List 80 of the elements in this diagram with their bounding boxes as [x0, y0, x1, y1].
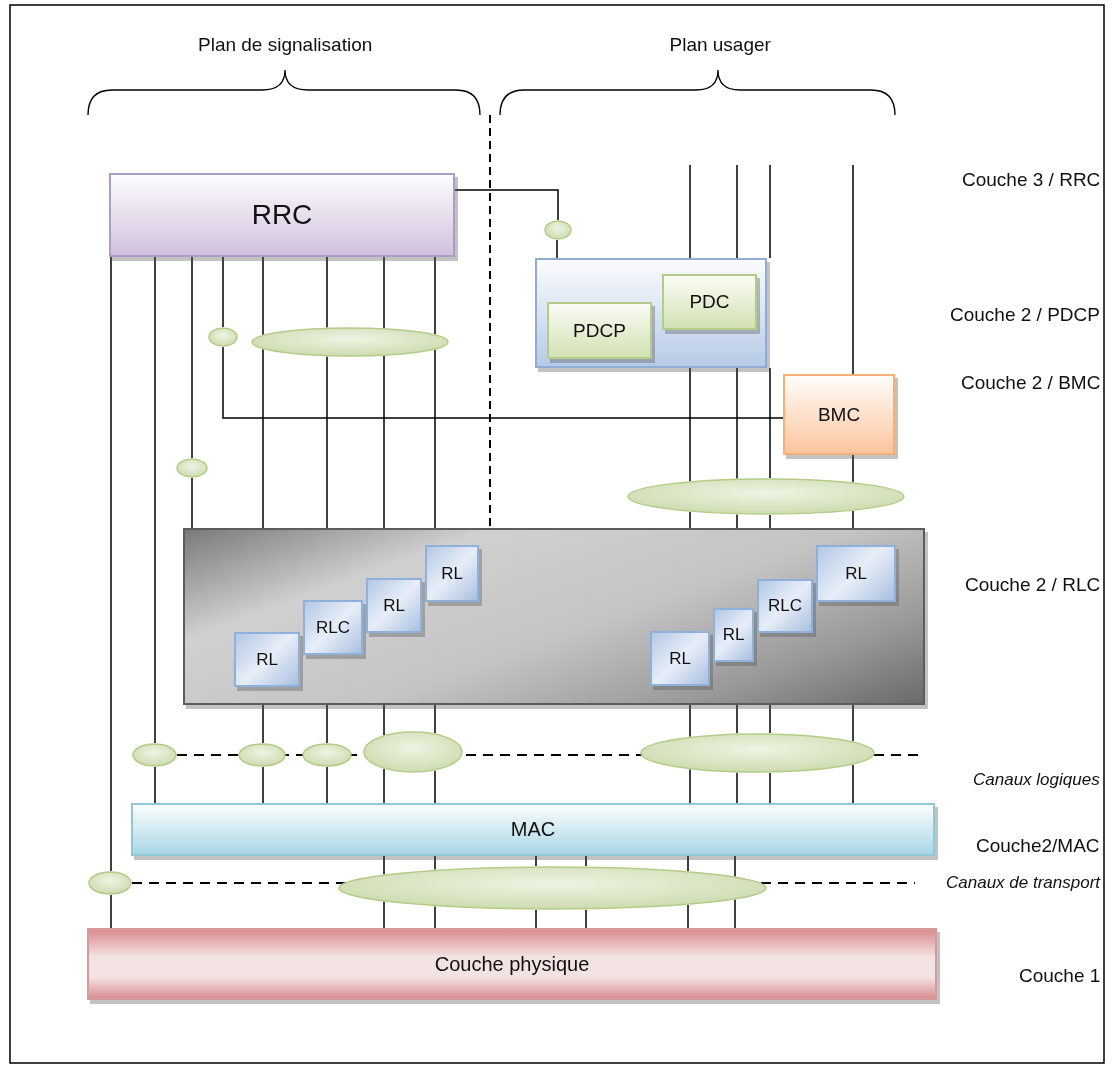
- channel-ellipse: [88, 871, 132, 895]
- connector-line: [736, 367, 738, 480]
- entity-box: RL: [650, 631, 710, 686]
- connector-line: [535, 855, 537, 867]
- layer-caption: Couche 3 / RRC: [962, 169, 1101, 191]
- channel-caption: Canaux logiques: [973, 770, 1100, 790]
- layer-caption: Couche 1: [1019, 965, 1101, 987]
- entity-box: RL: [816, 545, 896, 602]
- connector-line: [769, 772, 771, 804]
- connector-line: [736, 771, 738, 804]
- connector-line: [154, 256, 156, 744]
- connector-line: [383, 855, 385, 876]
- connector-line: [852, 164, 854, 375]
- layer-caption: Couche 2 / BMC: [961, 372, 1101, 394]
- connector-line: [326, 256, 328, 329]
- connector-line: [736, 164, 738, 259]
- entity-box: PDCP: [547, 302, 652, 359]
- connector-line: [454, 189, 559, 221]
- channel-ellipse: [251, 327, 449, 357]
- entity-box: RL: [366, 578, 422, 633]
- layer-caption: Couche2/MAC: [976, 835, 1100, 857]
- connector-line: [434, 770, 436, 804]
- connector-line: [585, 909, 587, 929]
- plane-title: Plan usager: [669, 34, 771, 56]
- channel-ellipse: [238, 743, 286, 767]
- connector-line: [262, 766, 264, 804]
- channel-ellipse: [544, 220, 572, 240]
- connector-line: [383, 256, 385, 329]
- connector-line: [689, 768, 691, 804]
- connector-line: [434, 855, 436, 871]
- channel-ellipse: [302, 743, 352, 767]
- layer-caption: Couche 2 / PDCP: [950, 304, 1100, 326]
- connector-line: [852, 454, 854, 483]
- connector-line: [326, 766, 328, 804]
- entity-box: PDC: [662, 274, 757, 330]
- connector-line: [434, 256, 436, 336]
- connector-line: [689, 164, 691, 259]
- connector-line: [222, 256, 224, 328]
- connector-line: [852, 763, 854, 804]
- connector-line: [110, 894, 112, 929]
- channel-ellipse: [208, 327, 238, 347]
- channel-ellipse: [640, 733, 875, 773]
- channel-ellipse: [338, 866, 767, 910]
- entity-box: RL: [425, 545, 479, 602]
- connector-line: [687, 855, 689, 872]
- connector-line: [734, 855, 736, 878]
- connector-line: [191, 256, 193, 459]
- channel-ellipse: [363, 731, 463, 773]
- plane-title: Plan de signalisation: [198, 34, 373, 56]
- layer-box: Couche physique: [87, 928, 937, 1000]
- connector-line: [262, 256, 264, 336]
- entity-box: RLC: [303, 600, 363, 655]
- channel-caption: Canaux de transport: [946, 873, 1101, 893]
- connector-line: [734, 898, 736, 929]
- layer-band: [183, 528, 925, 705]
- channel-ellipse: [176, 458, 208, 478]
- layer-container: [535, 258, 767, 368]
- connector-line: [191, 477, 193, 529]
- entity-box: RL: [234, 632, 300, 687]
- connector-line: [535, 909, 537, 929]
- connector-line: [769, 367, 771, 479]
- connector-line: [154, 766, 156, 804]
- channel-ellipse: [627, 478, 905, 515]
- connector-line: [769, 164, 771, 259]
- connector-line: [434, 905, 436, 929]
- channel-ellipse: [132, 743, 177, 767]
- connector-line: [222, 346, 784, 419]
- connector-line: [110, 256, 112, 872]
- layer-caption: Couche 2 / RLC: [965, 574, 1101, 596]
- layer-box: MAC: [131, 803, 935, 856]
- connector-line: [383, 768, 385, 804]
- layer-box: RRC: [109, 173, 455, 257]
- connector-line: [556, 239, 558, 259]
- entity-box: RL: [713, 608, 754, 662]
- entity-box: RLC: [757, 579, 813, 633]
- connector-line: [689, 367, 691, 482]
- connector-line: [687, 904, 689, 929]
- layer-box: BMC: [783, 374, 895, 455]
- connector-line: [585, 855, 587, 867]
- connector-line: [383, 900, 385, 929]
